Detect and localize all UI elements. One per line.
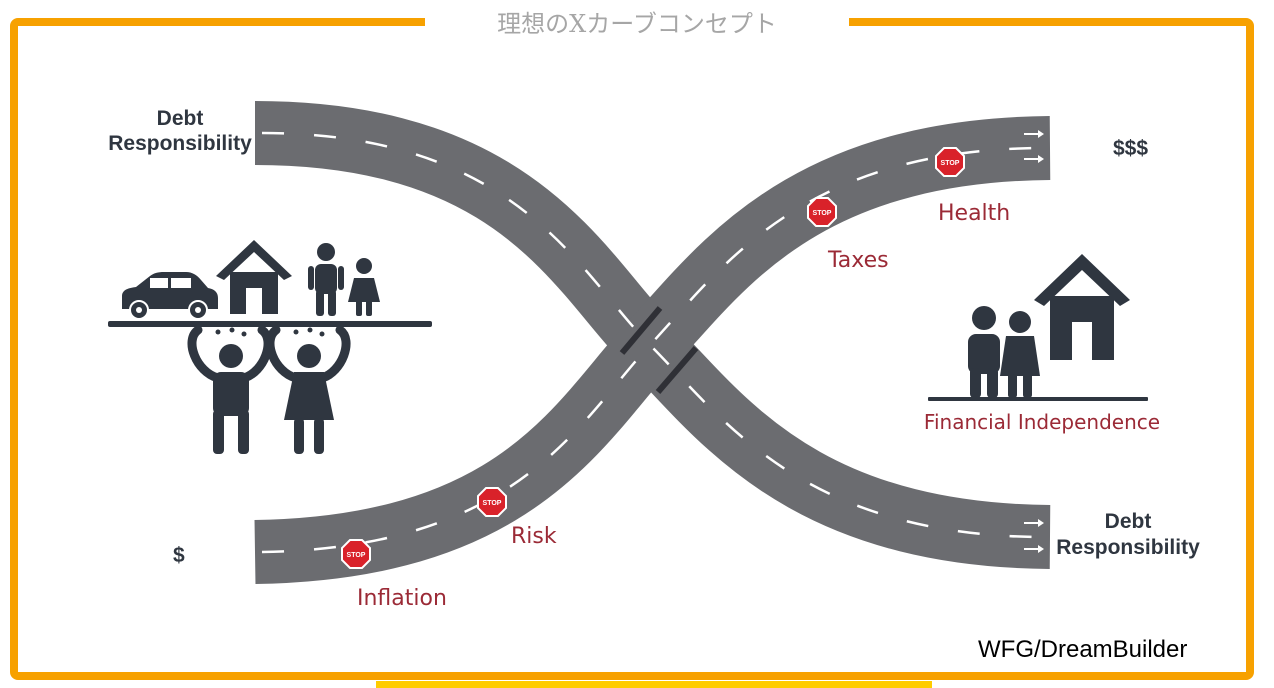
label-bottom-right-line1: Debt — [1105, 510, 1152, 533]
bridge-edge-left — [619, 306, 663, 355]
label-bottom-right-line2: Responsibility — [1056, 536, 1200, 559]
page-title: 理想のXカーブコンセプト — [497, 10, 777, 38]
title-background — [425, 6, 849, 36]
bridge-edge-right — [655, 346, 699, 394]
label-taxes: Taxes — [827, 248, 889, 273]
road-ascending — [254, 116, 1051, 584]
label-top-left-line2: Responsibility — [108, 132, 252, 155]
family-icon — [308, 243, 380, 316]
independence-illustration — [928, 254, 1148, 401]
label-financial-independence: Financial Independence — [924, 410, 1160, 434]
stop-sign-icon: STOP — [341, 539, 371, 569]
car-icon — [122, 272, 218, 320]
arrow-icon — [1024, 130, 1044, 553]
label-top-right: $$$ — [1113, 137, 1148, 160]
stop-sign-icon: STOP — [807, 197, 837, 227]
stop-sign-text: STOP — [813, 210, 832, 217]
home-icon — [1034, 254, 1130, 360]
burdened-people-icon — [187, 325, 351, 454]
label-inflation: Inflation — [357, 586, 447, 611]
stop-sign-icon: STOP — [935, 147, 965, 177]
ground-line — [928, 397, 1148, 401]
shelf — [108, 321, 432, 327]
stop-sign-text: STOP — [483, 500, 502, 507]
stop-sign-text: STOP — [941, 160, 960, 167]
label-top-left-line1: Debt — [157, 107, 204, 130]
stop-sign-text: STOP — [347, 552, 366, 559]
house-icon — [216, 240, 292, 314]
roads — [254, 101, 1051, 584]
label-risk: Risk — [511, 524, 557, 549]
burden-illustration — [108, 240, 432, 454]
couple-icon — [968, 306, 1040, 398]
credit-text: WFG/DreamBuilder — [978, 636, 1188, 663]
bottom-accent-bar — [376, 681, 932, 688]
stop-sign-icon: STOP — [477, 487, 507, 517]
label-health: Health — [938, 201, 1010, 226]
label-bottom-left: $ — [173, 544, 185, 567]
